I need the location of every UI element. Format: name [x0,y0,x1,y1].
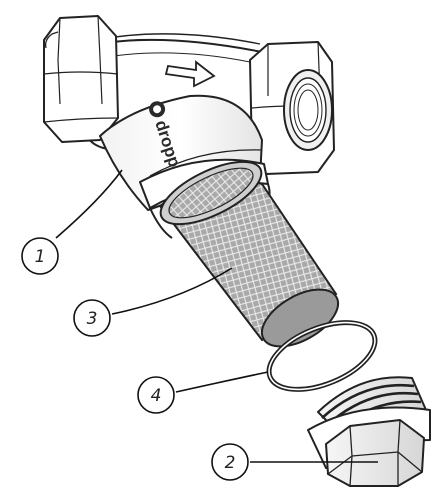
mesh-filter-screen [158,160,339,348]
callout-3-label: 3 [87,309,98,329]
callout-leader-lines [55,169,378,463]
callout-2-label: 2 [225,453,236,473]
callout-2: 2 [211,443,249,481]
o-ring-seal [266,320,378,392]
callout-1-label: 1 [35,247,46,267]
callout-4: 4 [137,376,175,414]
leader-line-4 [175,371,269,393]
leader-line-1 [55,169,123,239]
leader-line-3 [111,267,233,315]
flow-direction-arrow-icon [164,60,216,88]
right-hex-nut [249,41,335,175]
callout-3: 3 [73,299,111,337]
callout-4-label: 4 [151,386,162,406]
callout-1: 1 [21,237,59,275]
left-hex-nut [43,15,119,143]
drain-plug [307,376,431,487]
